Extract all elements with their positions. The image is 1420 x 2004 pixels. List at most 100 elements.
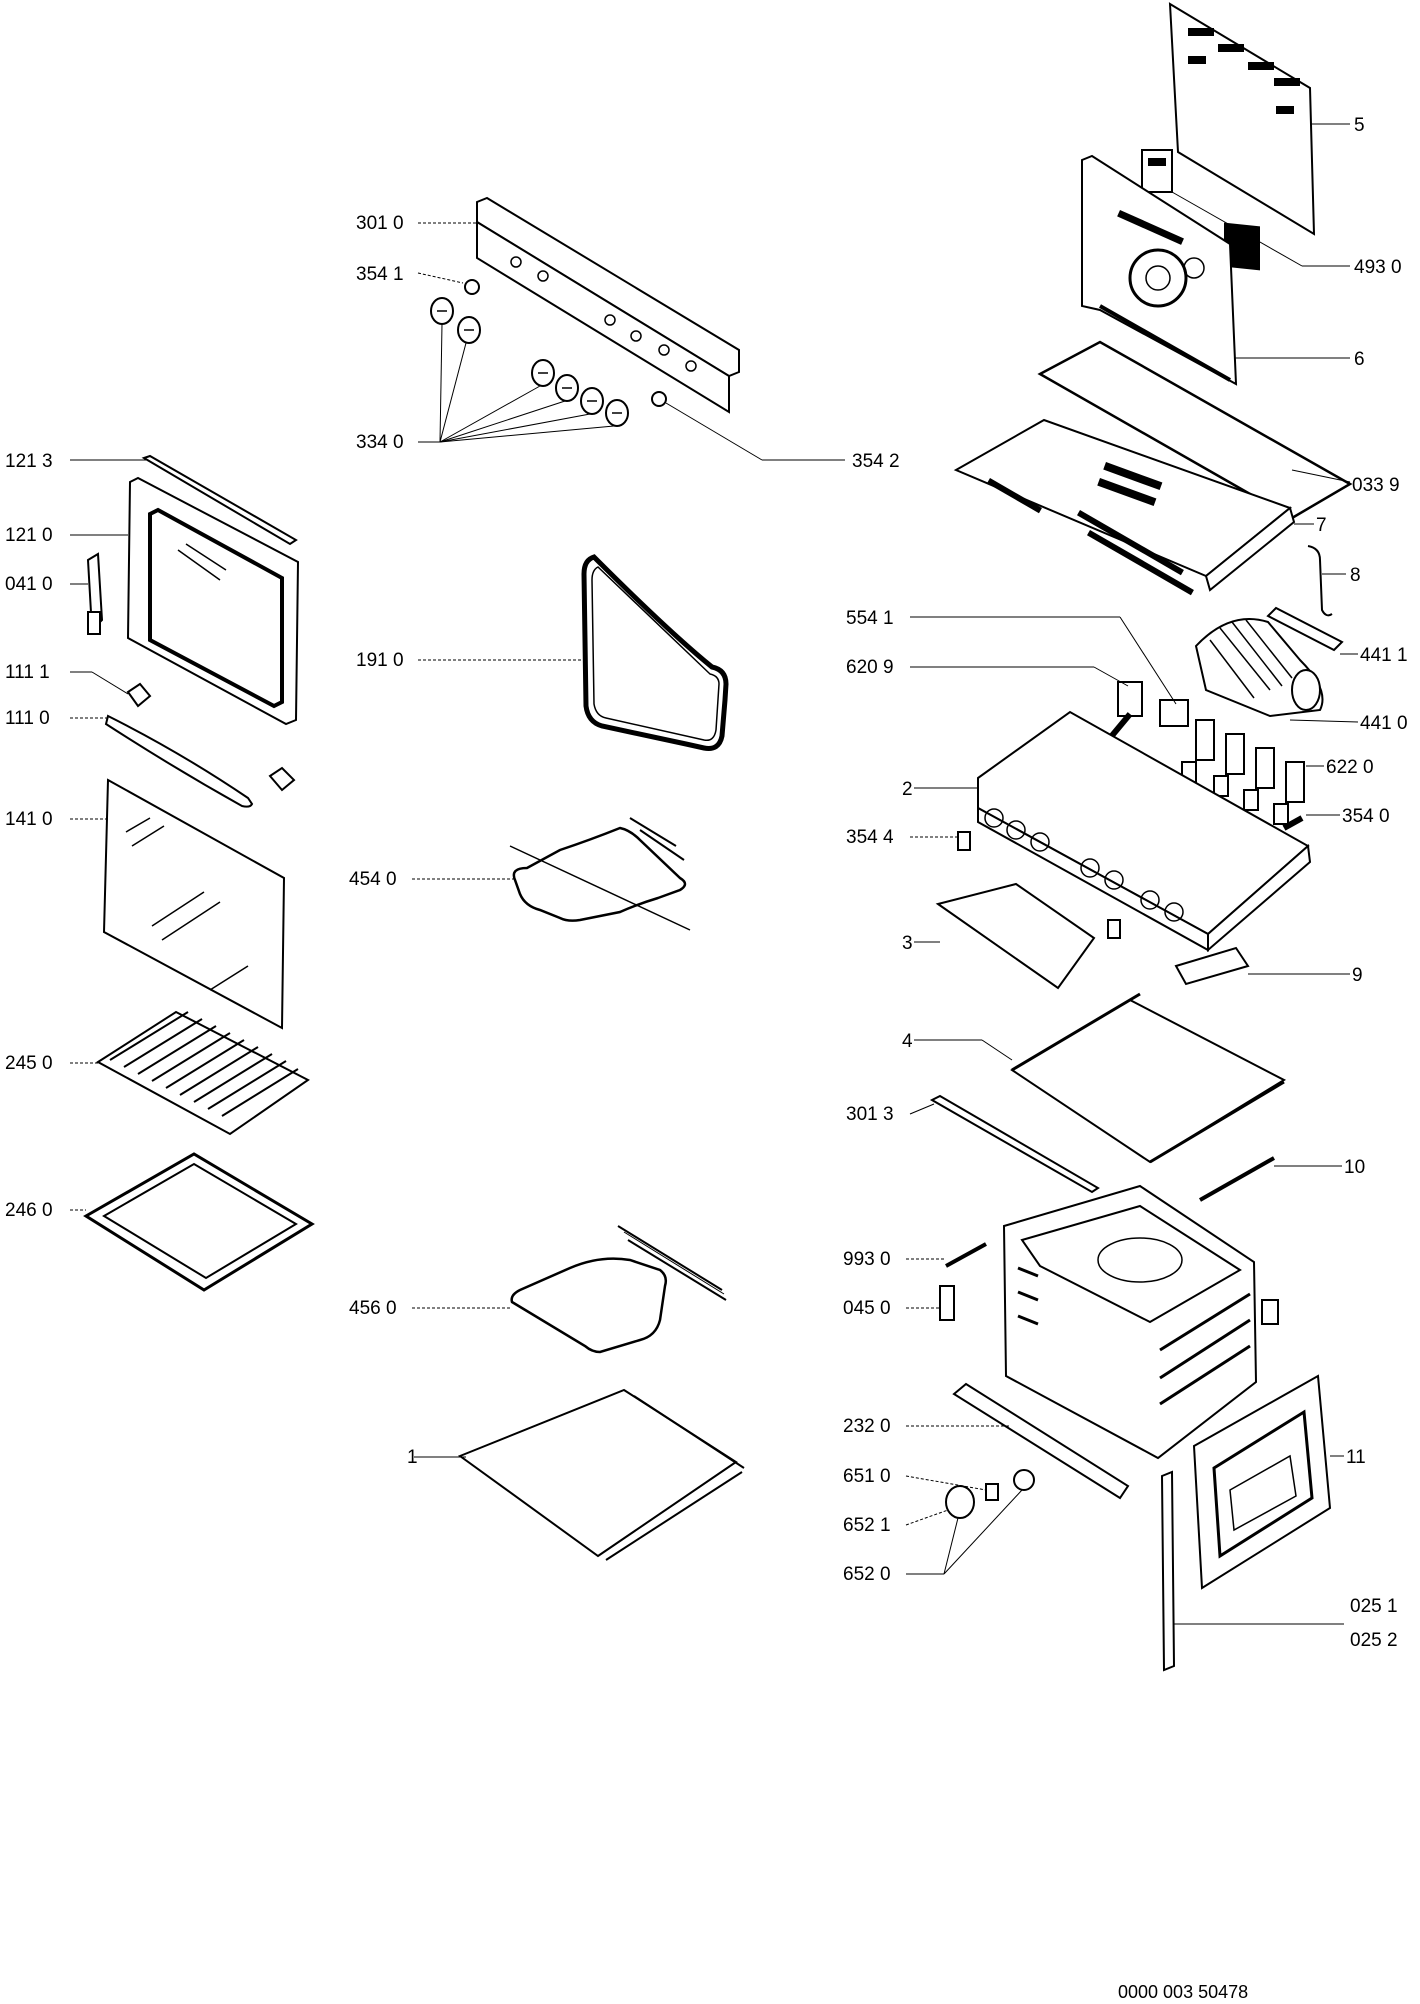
label-2: 2 xyxy=(902,779,913,800)
vertical-rail-callout: 025 1 025 2 xyxy=(1174,1596,1398,1651)
label-993-0: 993 0 xyxy=(843,1249,891,1270)
label-441-1: 441 1 xyxy=(1360,645,1408,666)
fan-motor-callout: 441 0 xyxy=(1289,713,1408,734)
side-bracket-callout: 3 xyxy=(902,933,940,954)
knob-cap-upper-part xyxy=(464,279,480,295)
side-rail-part xyxy=(929,1094,1100,1194)
label-246-0: 246 0 xyxy=(5,1200,53,1221)
fan-shaft-part xyxy=(1266,606,1344,652)
timer-knob-callout: 652 0 xyxy=(843,1489,1023,1585)
label-301-0: 301 0 xyxy=(356,213,404,234)
screw-part xyxy=(945,1242,987,1268)
screw-callout: 993 0 xyxy=(843,1249,944,1270)
label-8: 8 xyxy=(1350,565,1361,586)
top-plate-callout: 7 xyxy=(1294,515,1327,536)
pilot-lamp-callout: 354 4 xyxy=(846,827,958,848)
label-141-0: 141 0 xyxy=(5,809,53,830)
label-622-0: 622 0 xyxy=(1326,757,1374,778)
door-glass-part xyxy=(102,778,286,1030)
label-493-0: 493 0 xyxy=(1354,257,1402,278)
label-191-0: 191 0 xyxy=(356,650,404,671)
pilot-lamp-part xyxy=(957,831,1121,939)
control-panel-callout: 301 0 xyxy=(356,213,477,234)
upper-heating-element-callout: 454 0 xyxy=(349,869,515,890)
side-panel-callout: 11 xyxy=(1330,1447,1366,1468)
label-651-0: 651 0 xyxy=(843,1466,891,1487)
label-111-1: 111 1 xyxy=(5,662,50,683)
label-354-4: 354 4 xyxy=(846,827,894,848)
door-top-trim-part xyxy=(141,454,298,546)
handle-end-caps-callout: 111 1 xyxy=(5,662,129,695)
label-033-9: 033 9 xyxy=(1352,475,1400,496)
indicator-lamp-part xyxy=(1282,815,1304,831)
label-354-1: 354 1 xyxy=(356,264,404,285)
back-wall-part xyxy=(1081,154,1238,386)
vertical-rail-part xyxy=(1160,1470,1176,1672)
timer-knob-cap-callout: 652 1 xyxy=(843,1509,949,1536)
side-rail-callout: 301 3 xyxy=(846,1103,935,1125)
label-554-1: 554 1 xyxy=(846,608,894,629)
control-knobs-part xyxy=(430,297,629,427)
insulation-strip-callout: 033 9 xyxy=(1291,469,1400,496)
label-025-2: 025 2 xyxy=(1350,1630,1398,1651)
thermostat-callout: 554 1 xyxy=(846,608,1177,705)
control-housing-callout: 2 xyxy=(902,779,978,800)
thermostat-part xyxy=(1107,681,1189,740)
rotary-switches-callout: 622 0 xyxy=(1306,757,1374,778)
door-hinge-part xyxy=(86,552,104,635)
bottom-plate-callout: 1 xyxy=(407,1447,466,1468)
door-glass-callout: 141 0 xyxy=(5,809,108,830)
bottom-plate-part xyxy=(457,1388,745,1561)
door-handle-part xyxy=(104,714,254,808)
door-top-trim-callout: 121 3 xyxy=(5,451,146,472)
label-652-0: 652 0 xyxy=(843,1564,891,1585)
fan-shaft-callout: 441 1 xyxy=(1340,645,1408,666)
trim-strip-callout: 9 xyxy=(1248,965,1363,986)
label-232-0: 232 0 xyxy=(843,1416,891,1437)
lower-heating-element-part xyxy=(510,1225,727,1354)
label-245-0: 245 0 xyxy=(5,1053,53,1074)
rear-cover-callout: 5 xyxy=(1310,115,1365,136)
back-wall-callout: 6 xyxy=(1234,349,1365,370)
label-354-2: 354 2 xyxy=(852,451,900,472)
handle-end-caps-part xyxy=(126,682,296,792)
trim-strip-part xyxy=(1174,946,1250,986)
label-301-3: 301 3 xyxy=(846,1104,894,1125)
door-catch-part xyxy=(939,1285,955,1321)
label-025-1: 025 1 xyxy=(1350,1596,1398,1617)
inner-top-plate-part xyxy=(1010,992,1287,1164)
switch-callout: 620 9 xyxy=(846,657,1129,687)
label-456-0: 456 0 xyxy=(349,1298,397,1319)
oven-cavity-part xyxy=(1002,1184,1279,1460)
label-4: 4 xyxy=(902,1031,913,1052)
label-6: 6 xyxy=(1354,349,1365,370)
timer-switch-callout: 651 0 xyxy=(843,1466,987,1491)
timer-parts xyxy=(945,1469,1035,1519)
spring-clip-callout: 8 xyxy=(1322,565,1361,586)
knob-cap-lower-part xyxy=(651,391,667,407)
door-frame-part xyxy=(126,476,300,726)
label-121-0: 121 0 xyxy=(5,525,53,546)
rear-cover-part xyxy=(1168,2,1316,271)
label-9: 9 xyxy=(1352,965,1363,986)
label-045-0: 045 0 xyxy=(843,1298,891,1319)
side-bracket-part xyxy=(935,882,1096,990)
fan-bracket-callout: 493 0 xyxy=(1171,191,1402,278)
wire-shelf-callout: 245 0 xyxy=(5,1053,98,1074)
label-10: 10 xyxy=(1344,1157,1365,1178)
fan-motor-part xyxy=(1194,618,1324,718)
baking-tray-part xyxy=(83,1152,315,1292)
label-334-0: 334 0 xyxy=(356,432,404,453)
support-rod-callout: 10 xyxy=(1274,1157,1365,1178)
door-frame-callout: 121 0 xyxy=(5,525,128,546)
top-plate-part xyxy=(953,418,1296,596)
front-trim-callout: 232 0 xyxy=(843,1416,1010,1437)
label-5: 5 xyxy=(1354,115,1365,136)
label-652-1: 652 1 xyxy=(843,1515,891,1536)
front-trim-part xyxy=(952,1382,1130,1500)
baking-tray-callout: 246 0 xyxy=(5,1200,86,1221)
inner-top-plate-callout: 4 xyxy=(902,1031,1013,1061)
label-041-0: 041 0 xyxy=(5,574,53,595)
knob-cap-upper-callout: 354 1 xyxy=(356,264,464,285)
